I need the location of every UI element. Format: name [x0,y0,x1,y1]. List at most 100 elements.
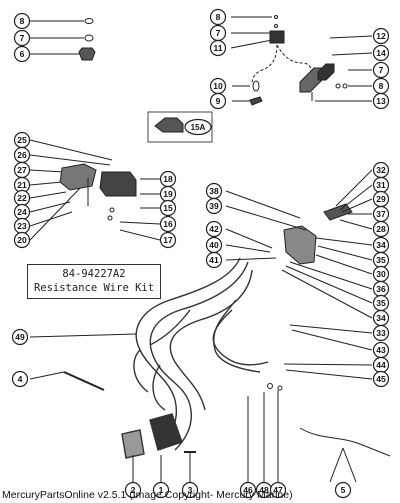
part-15a-box [147,111,213,143]
callout-bubble [372,220,390,238]
callout-16: 16 [159,215,177,233]
callout-number: 7 [379,65,384,75]
callout-bubble [13,12,31,30]
callout-number: 11 [214,43,223,53]
callout-bubble [209,39,227,57]
small-part-group-top-left [30,18,96,61]
callout-40: 40 [205,236,223,254]
callout-8a: 8 [13,12,31,30]
callout-number: 43 [376,345,386,355]
callout-number: 47 [273,485,283,495]
callout-13: 13 [372,92,390,110]
callout-bubble [181,481,199,499]
callout-number: 1 [159,485,164,495]
callout-number: 38 [209,186,219,196]
callout-bubble [209,92,227,110]
callout-8b: 8 [209,8,227,26]
callout-bubble [11,328,29,346]
callout-number: 9 [216,96,221,106]
callout-bubble [334,481,352,499]
callout-number: 29 [376,194,386,204]
leader-lines-lower [29,333,391,483]
callout-bubble [13,231,31,249]
callout-number: 23 [17,221,27,231]
callout-number: 8 [216,12,221,22]
callout-29: 29 [372,190,390,208]
callout-bubble [159,215,177,233]
callout-10: 10 [209,77,227,95]
callout-number: 4 [18,374,23,384]
callout-15a: 15A [184,118,212,136]
callout-number: 42 [209,224,219,234]
callout-number: 34 [376,313,386,323]
callout-15: 15 [159,199,177,217]
callout-39: 39 [205,197,223,215]
callout-35b: 35 [372,294,390,312]
callout-number: 39 [209,201,219,211]
callout-number: 24 [17,207,27,217]
callout-bubble [372,44,390,62]
callout-number: 49 [15,332,25,342]
main-wiring-harness [121,257,269,459]
callout-3: 3 [181,481,199,499]
callout-bubble [124,481,142,499]
callout-8c: 8 [372,77,390,95]
callout-34b: 34 [372,309,390,327]
callout-17: 17 [159,231,177,249]
callout-bubble [152,481,170,499]
callout-bubble [159,199,177,217]
callout-47: 47 [269,481,287,499]
callout-number: 19 [163,189,173,199]
callout-number: 15 [163,203,173,213]
callout-1: 1 [152,481,170,499]
callout-bubble [13,29,31,47]
callout-46: 46 [239,481,257,499]
callout-number: 5 [341,485,346,495]
switch-cluster-left [29,139,161,241]
callout-27: 27 [13,161,31,179]
callout-49: 49 [11,328,29,346]
plug-assembly-top-right [230,15,373,106]
callout-number: 20 [17,235,27,245]
callout-bubble [372,27,390,45]
kit-part-number: 84-94227A2 [62,268,126,280]
callout-number: 45 [376,374,386,384]
callout-20: 20 [13,231,31,249]
callout-bubble [205,197,223,215]
callout-number: 14 [376,48,386,58]
callout-7b: 7 [209,24,227,42]
callout-38: 38 [205,182,223,200]
callout-number: 37 [376,209,386,219]
callout-number: 6 [20,49,25,59]
callout-number: 22 [17,193,27,203]
callout-2: 2 [124,481,142,499]
callout-33: 33 [372,324,390,342]
callout-number: 44 [376,360,386,370]
callout-number: 10 [213,81,223,91]
callout-7a: 7 [13,29,31,47]
callout-number: 8 [20,16,25,26]
callout-bubble [205,251,223,269]
callout-11: 11 [209,39,227,57]
callout-number: 31 [376,180,386,190]
callout-number: 18 [163,174,173,184]
callout-12: 12 [372,27,390,45]
callout-36: 36 [372,280,390,298]
callout-number: 17 [163,235,173,245]
callout-30: 30 [372,265,390,283]
callout-35a: 35 [372,251,390,269]
callout-number: 2 [131,485,136,495]
callout-6: 6 [13,45,31,63]
callout-42: 42 [205,220,223,238]
callout-number: 8 [379,81,384,91]
callout-23: 23 [13,217,31,235]
callout-number: 32 [376,165,386,175]
callout-bubble [11,370,29,388]
callout-7c: 7 [372,61,390,79]
callout-number: 35 [376,255,386,265]
callout-number: 40 [209,240,219,250]
callout-number: 12 [376,31,386,41]
